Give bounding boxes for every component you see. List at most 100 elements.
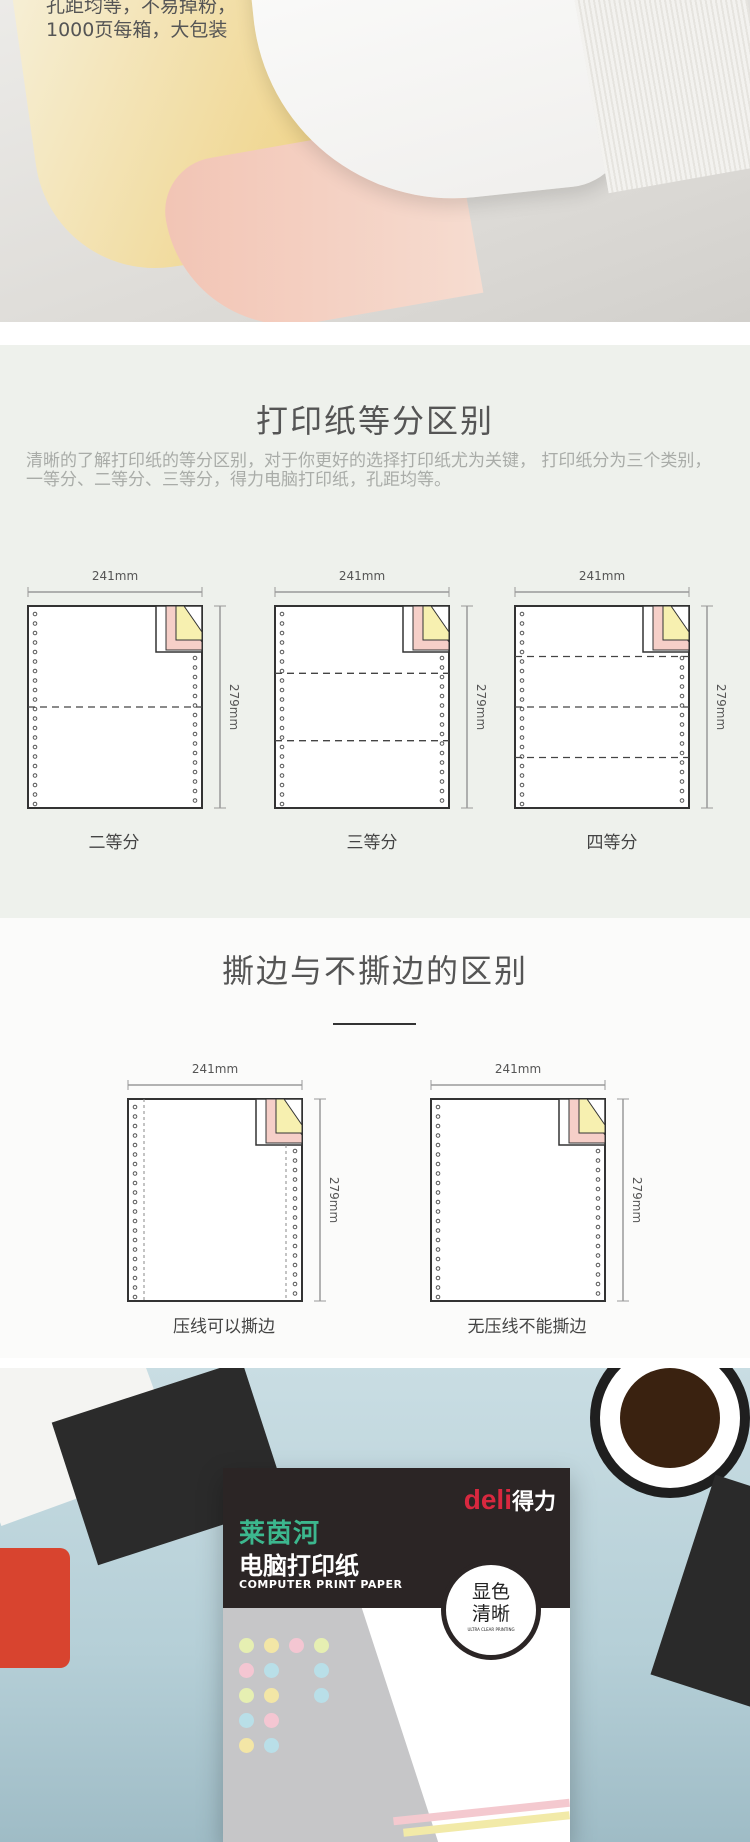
color-dot	[314, 1663, 329, 1678]
feed-hole	[279, 621, 285, 626]
feed-hole	[132, 1209, 138, 1214]
feed-hole	[439, 779, 445, 784]
feed-hole	[32, 744, 38, 750]
feed-hole	[279, 716, 285, 721]
height-label: 279mm	[227, 684, 239, 730]
height-label: 279mm	[327, 1177, 339, 1223]
product-name-en: COMPUTER PRINT PAPER	[239, 1578, 403, 1591]
feed-hole	[279, 763, 285, 769]
feed-hole	[439, 731, 445, 737]
yellow-copy-layer	[578, 1098, 606, 1134]
feed-hole	[292, 1272, 298, 1277]
feed-hole	[292, 1243, 298, 1249]
feed-hole	[435, 1171, 441, 1176]
color-dot	[264, 1738, 279, 1753]
feed-hole	[679, 750, 685, 756]
feed-hole	[292, 1158, 298, 1163]
feed-hole	[292, 1291, 298, 1296]
feed-hole	[32, 640, 38, 645]
feed-hole	[439, 693, 445, 699]
feed-hole	[279, 697, 285, 702]
feed-hole	[132, 1104, 138, 1110]
feed-hole	[435, 1190, 441, 1195]
feed-hole	[192, 674, 198, 680]
badge-line: 清晰	[471, 1603, 510, 1625]
feed-hole	[679, 731, 685, 737]
feed-hole	[595, 1262, 601, 1268]
feed-hole	[679, 741, 685, 746]
feed-hole	[132, 1285, 138, 1290]
feed-hole	[292, 1167, 298, 1173]
feed-hole	[192, 712, 198, 718]
feed-hole	[519, 773, 525, 778]
package-header: deli得力 莱茵河 电脑打印纸 COMPUTER PRINT PAPER	[223, 1468, 570, 1608]
feed-hole	[679, 788, 685, 794]
feed-hole	[32, 621, 38, 626]
feed-hole	[132, 1247, 138, 1252]
feed-hole	[435, 1266, 441, 1271]
feed-hole	[292, 1215, 298, 1220]
feed-hole	[279, 744, 285, 750]
feed-hole	[439, 760, 445, 765]
feed-hole	[435, 1123, 441, 1129]
feed-hole	[192, 665, 198, 670]
product-name: 电脑打印纸	[239, 1552, 359, 1580]
yellow-copy-layer	[662, 605, 690, 641]
coffee	[620, 1368, 720, 1468]
feed-hole	[32, 773, 38, 778]
feed-hole	[32, 763, 38, 769]
clear-printing-badge: 显色 清晰 ULTRA CLEAR PRINTING	[441, 1560, 541, 1660]
feed-hole	[519, 725, 525, 731]
feed-hole	[439, 798, 445, 803]
feed-hole	[192, 779, 198, 784]
feed-hole	[192, 722, 198, 727]
color-dot	[264, 1638, 279, 1653]
feed-hole	[435, 1142, 441, 1148]
feed-hole	[519, 687, 525, 693]
feed-hole	[132, 1190, 138, 1195]
feed-hole	[132, 1171, 138, 1176]
width-label: 241mm	[92, 569, 138, 583]
feed-hole	[595, 1177, 601, 1182]
feed-hole	[595, 1215, 601, 1220]
feed-hole	[595, 1186, 601, 1192]
feed-hole	[132, 1142, 138, 1148]
feed-hole	[132, 1218, 138, 1224]
brand-latin: deli	[463, 1484, 512, 1515]
brand-cn: 得力	[511, 1489, 556, 1514]
diagram-label: 无压线不能撕边	[467, 1317, 587, 1337]
feed-hole	[595, 1272, 601, 1277]
feed-hole	[519, 782, 525, 788]
feed-hole	[519, 697, 525, 702]
sheet-diagram: 241mm 279mm	[27, 569, 241, 809]
feed-hole	[435, 1152, 441, 1157]
feed-hole	[192, 769, 198, 775]
feed-hole	[439, 788, 445, 794]
width-label: 241mm	[495, 1062, 541, 1076]
yellow-copy-layer	[275, 1098, 303, 1134]
brand-logo: deli得力	[464, 1484, 556, 1516]
feed-hole	[435, 1285, 441, 1290]
section-title: 打印纸等分区别	[255, 402, 494, 440]
feed-hole	[679, 779, 685, 784]
feed-hole	[435, 1228, 441, 1233]
feed-hole	[595, 1224, 601, 1230]
feed-hole	[292, 1196, 298, 1201]
feed-hole	[279, 659, 285, 664]
feed-hole	[435, 1104, 441, 1110]
section-title: 撕边与不撕边的区别	[221, 952, 528, 990]
feed-hole	[32, 716, 38, 721]
feed-hole	[519, 801, 525, 807]
diagram-label: 压线可以撕边	[173, 1317, 275, 1337]
feed-hole	[32, 735, 38, 740]
feed-hole	[679, 760, 685, 765]
feed-hole	[679, 665, 685, 670]
feed-hole	[435, 1218, 441, 1224]
yellow-copy-layer	[175, 605, 203, 641]
feed-hole	[279, 792, 285, 797]
feed-hole	[192, 760, 198, 765]
